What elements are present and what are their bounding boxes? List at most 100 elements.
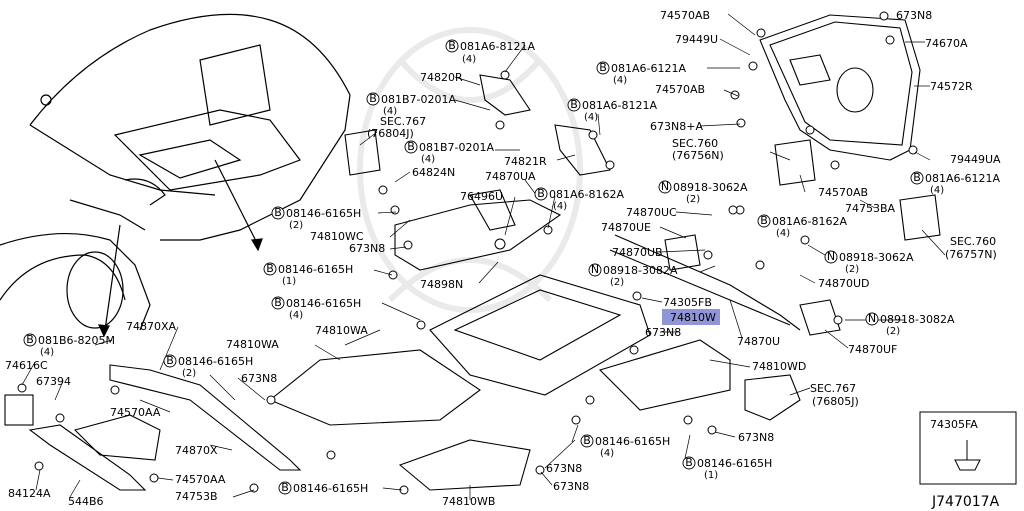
label-74870UD[interactable]: 74870UD bbox=[818, 277, 870, 290]
label-74870UA[interactable]: 74870UA bbox=[485, 170, 536, 183]
part-labels: 74570AB 673N8 79449U 74670A 081A6-6121A … bbox=[5, 9, 1001, 510]
label-74870UC[interactable]: 74870UC bbox=[626, 206, 677, 219]
highlight-74810W[interactable] bbox=[662, 309, 720, 325]
svg-text:B: B bbox=[166, 354, 174, 367]
qty: (4) bbox=[600, 448, 614, 459]
svg-text:B: B bbox=[913, 171, 921, 184]
label-sec760[interactable]: SEC.760 bbox=[672, 137, 718, 150]
label-74570AA[interactable]: 74570AA bbox=[175, 473, 226, 486]
label-081B7-0201A[interactable]: 081B7-0201A bbox=[381, 93, 457, 106]
label-08146-6165H[interactable]: 08146-6165H bbox=[286, 297, 361, 310]
label-74305FB[interactable]: 74305FB bbox=[663, 296, 712, 309]
label-74870UE[interactable]: 74870UE bbox=[601, 221, 651, 234]
label-79449UA[interactable]: 79449UA bbox=[950, 153, 1001, 166]
svg-text:B: B bbox=[274, 206, 282, 219]
label-081A6-8121A[interactable]: 081A6-8121A bbox=[582, 99, 657, 112]
label-74870UB[interactable]: 74870UB bbox=[612, 246, 663, 259]
label-081A6-6121A[interactable]: 081A6-6121A bbox=[925, 172, 1000, 185]
label-74870UF[interactable]: 74870UF bbox=[848, 343, 897, 356]
label-74821R[interactable]: 74821R bbox=[504, 155, 547, 168]
label-081B6-8205M[interactable]: 081B6-8205M bbox=[38, 334, 115, 347]
label-08918-3082A[interactable]: 08918-3082A bbox=[603, 264, 678, 277]
label-74570AA[interactable]: 74570AA bbox=[110, 406, 161, 419]
label-74753B[interactable]: 74753B bbox=[175, 490, 218, 503]
svg-text:N: N bbox=[827, 250, 835, 263]
label-08146-6165H[interactable]: 08146-6165H bbox=[278, 263, 353, 276]
label-74810WC[interactable]: 74810WC bbox=[310, 230, 364, 243]
label-74898N[interactable]: 74898N bbox=[420, 278, 463, 291]
svg-text:B: B bbox=[570, 98, 578, 111]
label-081A6-8162A[interactable]: 081A6-8162A bbox=[772, 215, 847, 228]
label-544B6[interactable]: 544B6 bbox=[68, 495, 104, 508]
qty: (4) bbox=[584, 112, 598, 123]
qty: (2) bbox=[686, 194, 700, 205]
qty: (4) bbox=[776, 228, 790, 239]
label-08146-6165H[interactable]: 08146-6165H bbox=[293, 482, 368, 495]
label-74570AB[interactable]: 74570AB bbox=[818, 186, 868, 199]
qty: (4) bbox=[930, 185, 944, 196]
label-673N8[interactable]: 673N8 bbox=[645, 326, 681, 339]
qty: (4) bbox=[383, 106, 397, 117]
label-673N8[interactable]: 673N8 bbox=[241, 372, 277, 385]
label-76804J: (76804J) bbox=[367, 127, 414, 140]
label-673N8[interactable]: 673N8 bbox=[546, 462, 582, 475]
label-sec760[interactable]: SEC.760 bbox=[950, 235, 996, 248]
label-08918-3062A[interactable]: 08918-3062A bbox=[673, 181, 748, 194]
label-08146-6165H[interactable]: 08146-6165H bbox=[697, 457, 772, 470]
label-081B7-0201A[interactable]: 081B7-0201A bbox=[419, 141, 495, 154]
label-sec767[interactable]: SEC.767 bbox=[810, 382, 856, 395]
label-74670A[interactable]: 74670A bbox=[925, 37, 968, 50]
label-08146-6165H[interactable]: 08146-6165H bbox=[178, 355, 253, 368]
label-08918-3082A[interactable]: 08918-3082A bbox=[880, 313, 955, 326]
label-74810W[interactable]: 74810W bbox=[670, 311, 716, 324]
label-sec767[interactable]: SEC.767 bbox=[380, 115, 426, 128]
label-74870U[interactable]: 74870U bbox=[737, 335, 780, 348]
label-67394[interactable]: 67394 bbox=[36, 375, 71, 388]
label-64824N[interactable]: 64824N bbox=[412, 166, 455, 179]
svg-text:B: B bbox=[274, 296, 282, 309]
label-081A6-6121A[interactable]: 081A6-6121A bbox=[611, 62, 686, 75]
label-74616C[interactable]: 74616C bbox=[5, 359, 48, 372]
label-84124A[interactable]: 84124A bbox=[8, 487, 51, 500]
label-74870X[interactable]: 74870X bbox=[175, 444, 218, 457]
svg-text:B: B bbox=[26, 333, 34, 346]
label-76496U[interactable]: 76496U bbox=[460, 190, 503, 203]
svg-text:N: N bbox=[591, 263, 599, 276]
label-74870XA[interactable]: 74870XA bbox=[126, 320, 177, 333]
label-673N8[interactable]: 673N8 bbox=[896, 9, 932, 22]
label-74570AB[interactable]: 74570AB bbox=[655, 83, 705, 96]
label-74810WD[interactable]: 74810WD bbox=[752, 360, 806, 373]
floor-covers bbox=[268, 199, 801, 491]
label-74810WB[interactable]: 74810WB bbox=[442, 495, 495, 508]
label-74753BA[interactable]: 74753BA bbox=[845, 202, 896, 215]
label-74820R[interactable]: 74820R bbox=[420, 71, 463, 84]
watermark-logo bbox=[357, 27, 583, 313]
leader-lines bbox=[21, 13, 946, 500]
label-673N8[interactable]: 673N8 bbox=[738, 431, 774, 444]
label-081A6-8121A[interactable]: 081A6-8121A bbox=[460, 40, 535, 53]
inset-label: 74305FA bbox=[930, 418, 978, 431]
qty: (4) bbox=[289, 310, 303, 321]
label-673N8A[interactable]: 673N8+A bbox=[650, 120, 703, 133]
qty: (1) bbox=[704, 470, 718, 481]
label-673N8[interactable]: 673N8 bbox=[349, 242, 385, 255]
label-74570AB[interactable]: 74570AB bbox=[660, 9, 710, 22]
svg-text:B: B bbox=[685, 456, 693, 469]
label-081A6-8162A[interactable]: 081A6-8162A bbox=[549, 188, 624, 201]
label-673N8[interactable]: 673N8 bbox=[553, 480, 589, 493]
svg-text:B: B bbox=[760, 214, 768, 227]
label-79449U[interactable]: 79449U bbox=[675, 33, 718, 46]
label-08146-6165H[interactable]: 08146-6165H bbox=[595, 435, 670, 448]
label-08146-6165H[interactable]: 08146-6165H bbox=[286, 207, 361, 220]
inset-74305FA: 74305FA bbox=[919, 411, 1017, 485]
qty: (2) bbox=[845, 264, 859, 275]
qty: (2) bbox=[886, 326, 900, 337]
qty: (4) bbox=[40, 347, 54, 358]
label-74810WA[interactable]: 74810WA bbox=[315, 324, 368, 337]
label-74572R[interactable]: 74572R bbox=[930, 80, 973, 93]
qty: (4) bbox=[462, 54, 476, 65]
label-74810WA[interactable]: 74810WA bbox=[226, 338, 279, 351]
label-08918-3062A[interactable]: 08918-3062A bbox=[839, 251, 914, 264]
qty: (2) bbox=[182, 368, 196, 379]
